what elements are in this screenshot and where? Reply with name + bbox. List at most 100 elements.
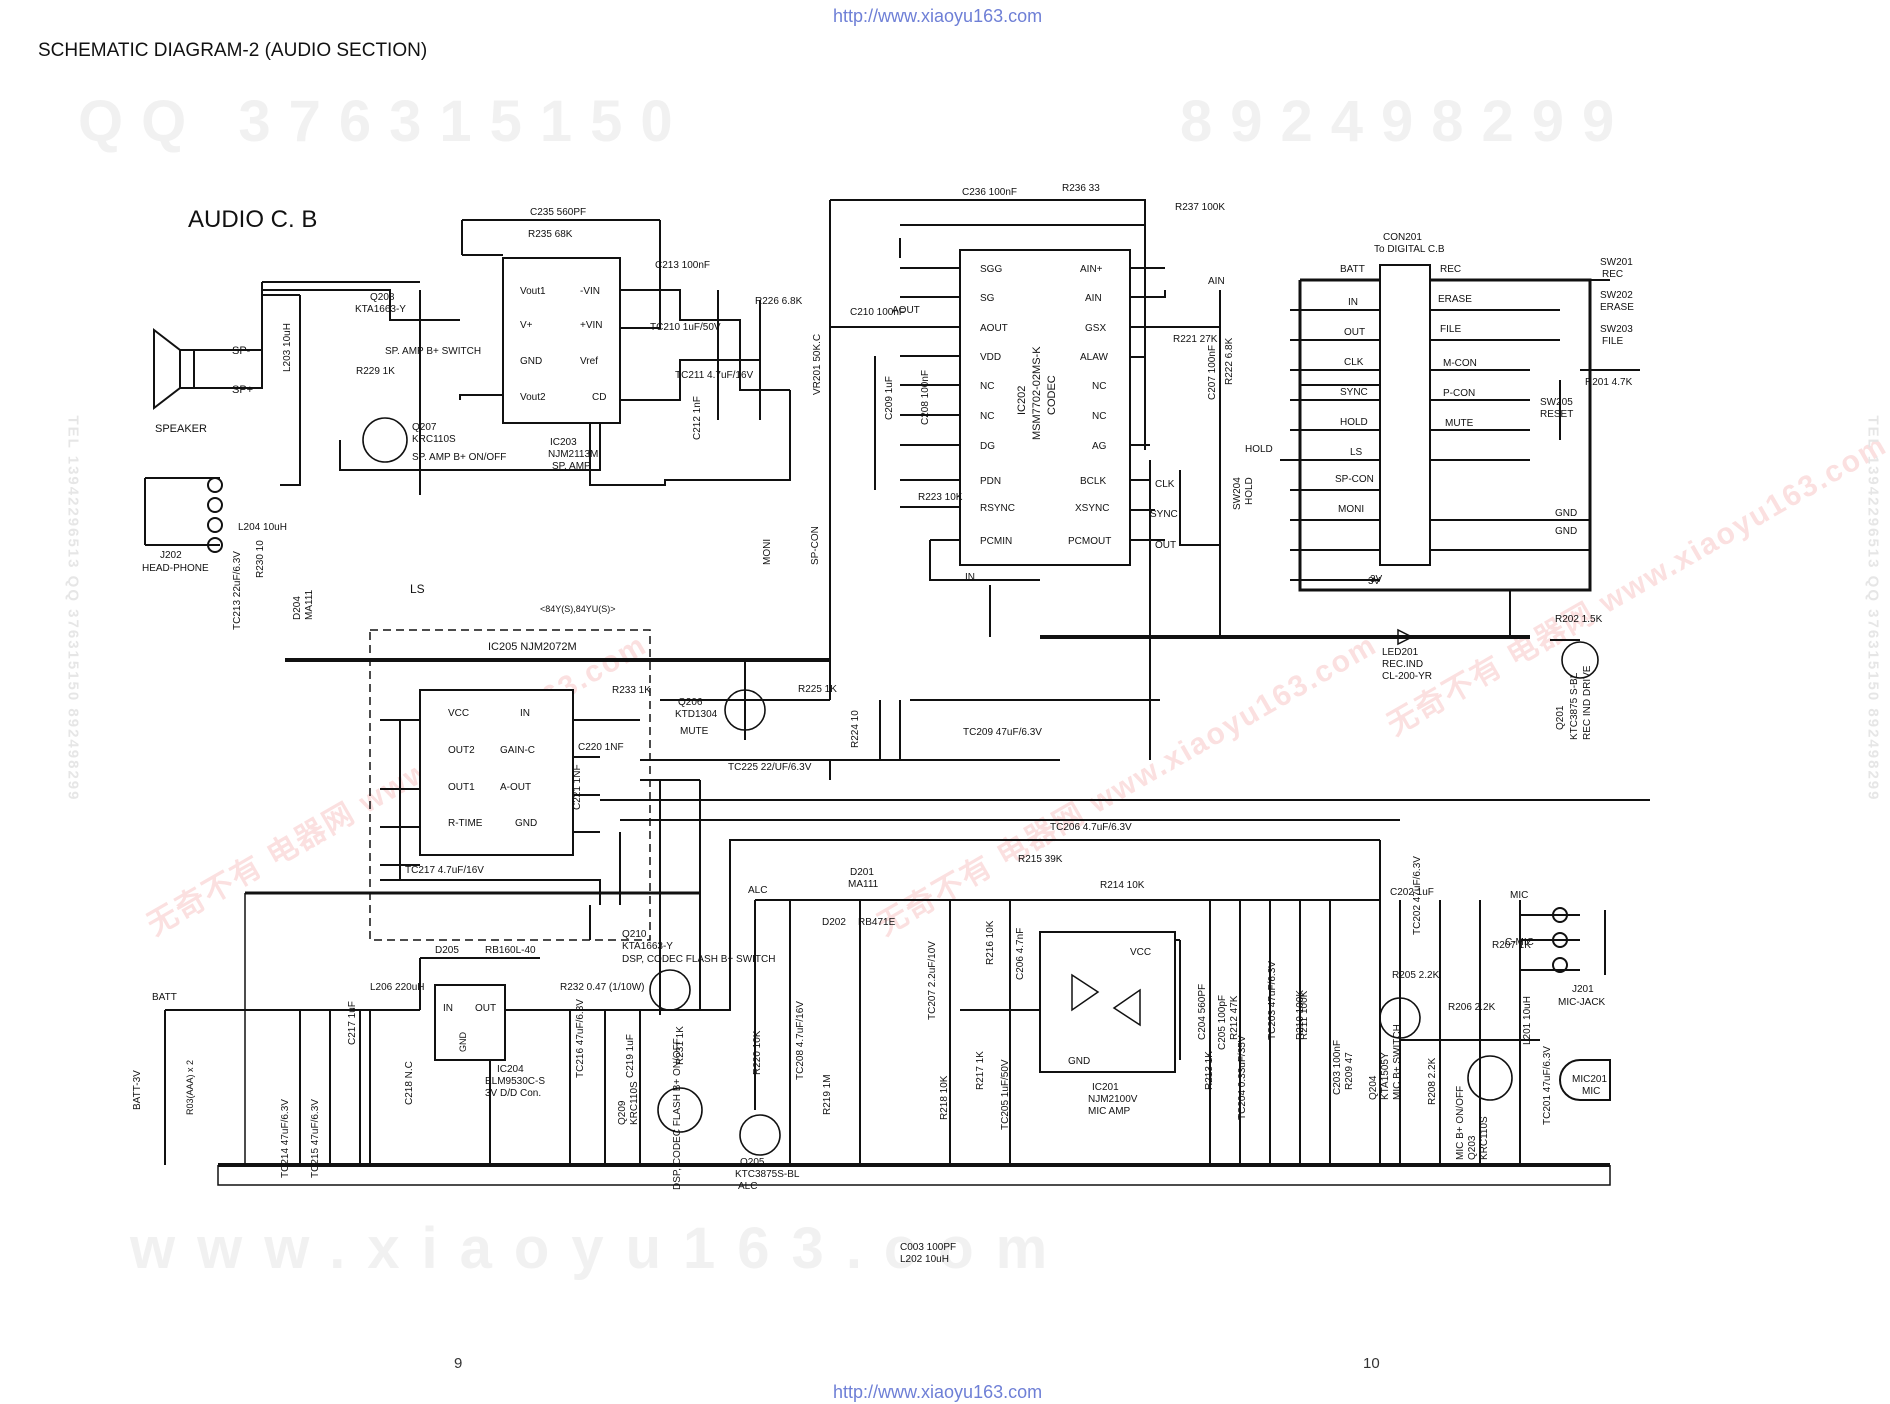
sw203-ref: SW203 bbox=[1600, 324, 1633, 335]
watermark-phone: 892498299 bbox=[1180, 89, 1633, 154]
ic205-ref: IC205 NJM2072M bbox=[488, 641, 577, 653]
con201-note: To DIGITAL C.B bbox=[1374, 244, 1445, 255]
component-label: R237 100K bbox=[1175, 202, 1225, 213]
q207-role: SP. AMP B+ ON/OFF bbox=[412, 452, 506, 463]
q207-part: KRC110S bbox=[412, 434, 456, 445]
ic202-left-pin-2: SG bbox=[980, 293, 995, 304]
q203-part: KRC110S bbox=[1479, 1116, 1490, 1160]
con201-left-7: LS bbox=[1350, 447, 1363, 458]
component-label: C219 1uF bbox=[625, 1034, 636, 1078]
ic202-right-pin-19: AIN bbox=[1085, 293, 1102, 304]
ic203-pin-cd: CD bbox=[592, 392, 606, 403]
footer-url[interactable]: http://www.xiaoyu163.com bbox=[833, 1382, 1043, 1402]
component-label: R213 1K bbox=[1204, 1051, 1215, 1090]
mic201-name: MIC bbox=[1582, 1086, 1600, 1097]
component-label: C210 100nF bbox=[850, 307, 905, 318]
cmic-label: C-MIC bbox=[1505, 937, 1534, 948]
ic204-pin-in: IN bbox=[443, 1003, 453, 1014]
q201-part: KTC3875 S-BL bbox=[1569, 672, 1580, 740]
d204-ref: D204 bbox=[292, 596, 303, 620]
q209-part: KRC110S bbox=[629, 1081, 640, 1125]
ic203-pin-vout2: Vout2 bbox=[520, 392, 546, 403]
page-number-right: 10 bbox=[1363, 1355, 1380, 1372]
component-label: TC205 1uF/50V bbox=[1000, 1059, 1011, 1130]
page-title: SCHEMATIC DIAGRAM-2 (AUDIO SECTION) bbox=[38, 40, 428, 61]
component-label: TC201 47uF/6.3V bbox=[1542, 1046, 1553, 1125]
q204-role: MIC B+ SWITCH bbox=[1392, 1024, 1403, 1100]
component-label: R226 6.8K bbox=[755, 296, 803, 307]
q206-role: MUTE bbox=[680, 726, 709, 737]
con201-ref: CON201 bbox=[1383, 232, 1422, 243]
component-label: C209 1uF bbox=[884, 376, 895, 420]
component-label: C236 100nF bbox=[962, 187, 1017, 198]
ic201-opamp-2 bbox=[1112, 988, 1141, 1027]
con201-left-9: MONI bbox=[1338, 504, 1364, 515]
headphone-jack-symbol bbox=[144, 477, 223, 553]
component-label: R206 2.2K bbox=[1448, 1002, 1496, 1013]
ic201-ref: IC201 bbox=[1092, 1082, 1119, 1093]
con201-left-10: 3V bbox=[1370, 574, 1383, 585]
ic202-right-pin-11: PCMOUT bbox=[1068, 536, 1111, 547]
component-label: R236 33 bbox=[1062, 183, 1100, 194]
ic202-left-pin-10: PCMIN bbox=[980, 536, 1012, 547]
ic202-left-pin-5: NC bbox=[980, 381, 994, 392]
con201-left-5: SYNC bbox=[1340, 387, 1368, 398]
aout-label: AOUT bbox=[892, 305, 920, 316]
component-label: R212 47K bbox=[1229, 995, 1240, 1040]
component-label: C003 100PF bbox=[900, 1242, 956, 1253]
con201-right-9: GND bbox=[1555, 508, 1577, 519]
component-label: R216 10K bbox=[985, 920, 996, 965]
speaker-plus-label: SP+ bbox=[232, 384, 253, 396]
sw205-name: RESET bbox=[1540, 409, 1573, 420]
component-label: R222 6.8K bbox=[1224, 337, 1235, 385]
q210-ref: Q210 bbox=[622, 929, 647, 940]
sync-label: SYNC bbox=[1150, 509, 1178, 520]
component-label: R217 1K bbox=[975, 1051, 986, 1090]
component-label: L204 10uH bbox=[238, 522, 287, 533]
d201-ref: D201 bbox=[850, 867, 874, 878]
component-label: C235 560PF bbox=[530, 207, 586, 218]
component-label: VR201 50K.C bbox=[812, 334, 823, 395]
page-number-left: 9 bbox=[454, 1355, 463, 1372]
speaker-symbol bbox=[153, 327, 195, 411]
moni-label: MONI bbox=[762, 539, 773, 565]
component-label: L201 10uH bbox=[1522, 996, 1533, 1045]
component-label: C203 100nF bbox=[1332, 1040, 1343, 1095]
misc-labels: LED201 REC.IND CL-200-YR BATT BATT-3V R0… bbox=[132, 276, 1534, 1115]
ic202-left-pin-9: RSYNC bbox=[980, 503, 1015, 514]
watermark-site-bottom: www.xiaoyu163.com bbox=[130, 1216, 1070, 1281]
header-url[interactable]: http://www.xiaoyu163.com bbox=[833, 6, 1043, 26]
clk-label: CLK bbox=[1155, 479, 1175, 490]
con201-right-6: MUTE bbox=[1445, 418, 1474, 429]
component-label: C217 1uF bbox=[347, 1001, 358, 1045]
ic205-body bbox=[419, 689, 574, 856]
ic203-pin-vplus: V+ bbox=[520, 320, 533, 331]
con201-left-1: BATT bbox=[1340, 264, 1365, 275]
ic203-part: NJM2113M bbox=[548, 449, 598, 460]
q206-ref: Q206 bbox=[678, 697, 703, 708]
sw203-name: FILE bbox=[1602, 336, 1623, 347]
ic201-pin-gnd: GND bbox=[1068, 1056, 1090, 1067]
ic203-pin-plus-vin: +VIN bbox=[580, 320, 603, 331]
d202-part: RB471E bbox=[858, 917, 896, 928]
component-label: R211 100K bbox=[1299, 990, 1310, 1040]
component-label: R201 4.7K bbox=[1585, 377, 1633, 388]
sw202-name: ERASE bbox=[1600, 302, 1634, 313]
variant-label: <84Y(S),84YU(S)> bbox=[540, 604, 616, 614]
ic204-role: 3V D/D Con. bbox=[485, 1088, 541, 1099]
con201-right-2: ERASE bbox=[1438, 294, 1472, 305]
component-label: R225 1K bbox=[798, 684, 837, 695]
transistor-symbols bbox=[362, 417, 1599, 1156]
component-label: TC213 22uF/6.3V bbox=[232, 551, 243, 630]
mic-capsule-symbol bbox=[1559, 1059, 1611, 1101]
con201-left-6: HOLD bbox=[1340, 417, 1368, 428]
ic204-ref: IC204 bbox=[497, 1064, 524, 1075]
j202-ref: J202 bbox=[160, 550, 182, 561]
component-label: R220 10K bbox=[752, 1030, 763, 1075]
con201-right-10: GND bbox=[1555, 526, 1577, 537]
wiring bbox=[164, 199, 1650, 1186]
v3-label: 3V bbox=[1368, 576, 1381, 587]
led201-part: CL-200-YR bbox=[1382, 671, 1432, 682]
d205-ref: D205 bbox=[435, 945, 459, 956]
component-label: R210 100K bbox=[1295, 990, 1306, 1040]
